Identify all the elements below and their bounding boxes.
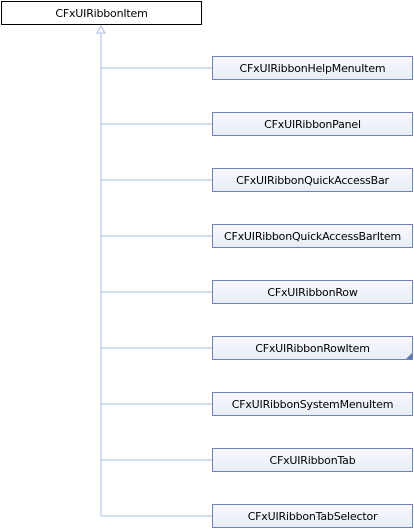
derived-class-label: CFxUIRibbonTabSelector	[247, 509, 378, 523]
derived-class-node-system-menu-item[interactable]: CFxUIRibbonSystemMenuItem	[212, 392, 413, 416]
derived-class-node-help-menu-item[interactable]: CFxUIRibbonHelpMenuItem	[212, 56, 413, 80]
derived-class-node-row[interactable]: CFxUIRibbonRow	[212, 280, 413, 304]
derived-class-label: CFxUIRibbonQuickAccessBar	[236, 173, 389, 187]
derived-class-label: CFxUIRibbonRow	[267, 285, 358, 299]
derived-class-label: CFxUIRibbonHelpMenuItem	[239, 61, 386, 75]
derived-class-label: CFxUIRibbonSystemMenuItem	[231, 397, 394, 411]
base-class-node[interactable]: CFxUIRibbonItem	[1, 1, 202, 25]
truncated-subtree-marker-icon	[406, 353, 412, 359]
inheritance-arrowhead-icon	[96, 24, 106, 34]
derived-class-node-quick-access-bar-item[interactable]: CFxUIRibbonQuickAccessBarItem	[212, 224, 413, 248]
derived-class-label: CFxUIRibbonPanel	[264, 117, 361, 131]
derived-class-label: CFxUIRibbonTab	[269, 453, 356, 467]
derived-class-node-panel[interactable]: CFxUIRibbonPanel	[212, 112, 413, 136]
derived-class-label: CFxUIRibbonQuickAccessBarItem	[224, 229, 401, 243]
derived-class-node-row-item[interactable]: CFxUIRibbonRowItem	[212, 336, 413, 360]
derived-class-node-tab-selector[interactable]: CFxUIRibbonTabSelector	[212, 504, 413, 528]
derived-class-node-quick-access-bar[interactable]: CFxUIRibbonQuickAccessBar	[212, 168, 413, 192]
base-class-label: CFxUIRibbonItem	[55, 6, 148, 20]
derived-class-node-tab[interactable]: CFxUIRibbonTab	[212, 448, 413, 472]
derived-class-label: CFxUIRibbonRowItem	[255, 341, 370, 355]
